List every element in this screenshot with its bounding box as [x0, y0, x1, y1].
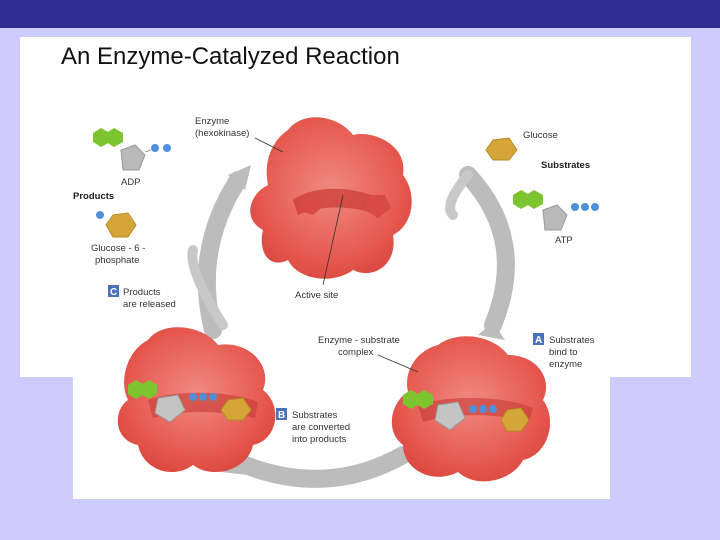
- arrow-products-up: [187, 245, 228, 330]
- label-atp: ATP: [555, 235, 573, 246]
- step-b-letter: B: [278, 410, 285, 421]
- reaction-cycle-diagram: Enzyme (hexokinase) Active site Glucose …: [73, 116, 599, 488]
- label-enzyme-name: (hexokinase): [195, 128, 249, 139]
- label-glucose: Glucose: [523, 130, 558, 141]
- glucose-complex: [500, 407, 530, 432]
- glucose-molecule: [485, 137, 518, 161]
- step-b-line3: into products: [292, 434, 347, 445]
- step-c-line2: are released: [123, 299, 176, 310]
- enzyme-top: [250, 117, 412, 279]
- step-b: B Substrates are converted into products: [276, 408, 350, 445]
- step-b-line1: Substrates: [292, 410, 338, 421]
- step-c-line1: Products: [123, 287, 161, 298]
- label-products: Products: [73, 191, 114, 202]
- step-b-badge: [276, 408, 287, 420]
- label-enzyme: Enzyme: [195, 116, 229, 127]
- step-a: A Substrates bind to enzyme: [533, 333, 595, 370]
- arrow-substrate-down: [445, 170, 473, 220]
- label-complex-line1: Enzyme - substrate: [318, 335, 400, 346]
- atp-molecule: [513, 190, 599, 231]
- glucose-6-phosphate-molecule: [96, 211, 137, 238]
- enzyme-bottom-left: [117, 327, 276, 473]
- step-b-line2: are converted: [292, 422, 350, 433]
- step-a-line2: bind to: [549, 347, 578, 358]
- adp-molecule: [93, 128, 171, 171]
- leader-lines: [254, 137, 419, 373]
- step-a-line3: enzyme: [549, 359, 582, 370]
- pentagon-product-left: [154, 394, 186, 423]
- label-complex-line2: complex: [338, 347, 374, 358]
- enzyme-reaction-figure: Enzyme (hexokinase) Active site Glucose …: [73, 100, 610, 499]
- glucose-phosphate-left: [220, 397, 252, 421]
- label-g6p-line1: Glucose - 6 -: [91, 243, 145, 254]
- pentagon-complex: [434, 401, 466, 431]
- step-c-letter: C: [110, 287, 117, 298]
- step-a-badge: [533, 333, 544, 345]
- arrow-to-complex: [459, 166, 515, 334]
- label-adp: ADP: [121, 177, 141, 188]
- step-c: C Products are released: [108, 285, 176, 310]
- step-c-badge: [108, 285, 119, 297]
- step-a-line1: Substrates: [549, 335, 595, 346]
- label-substrates: Substrates: [541, 160, 590, 171]
- title-bar-stripe: [0, 0, 720, 28]
- label-g6p-line2: phosphate: [95, 255, 139, 266]
- arrow-bottom-reverse: [224, 446, 412, 488]
- enzyme-bottom-right: [391, 336, 551, 482]
- cycle-arrows: [187, 165, 515, 488]
- slide-title: An Enzyme-Catalyzed Reaction: [61, 43, 400, 70]
- step-a-letter: A: [535, 335, 542, 346]
- label-active-site: Active site: [295, 290, 338, 301]
